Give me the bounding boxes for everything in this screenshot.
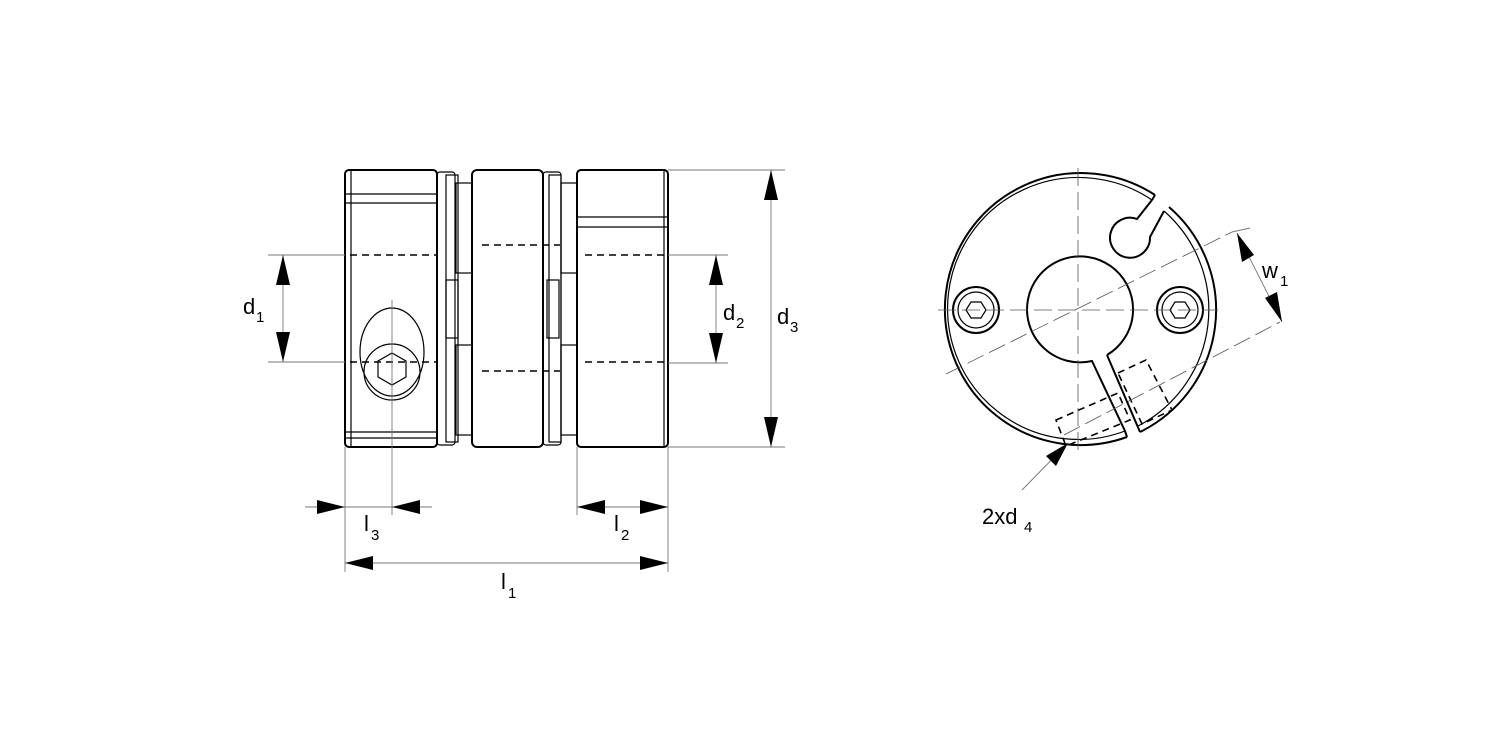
bore	[1026, 255, 1141, 433]
d1-label: d	[243, 294, 255, 319]
d3-label: d	[777, 304, 789, 329]
l3-label: l	[364, 511, 369, 536]
dimension-l2: l 2	[577, 500, 668, 544]
d1-sub: 1	[256, 309, 264, 326]
dimension-l1: l 1	[345, 556, 668, 602]
hidden-screw-bore	[1054, 358, 1174, 448]
right-hub	[576, 169, 669, 448]
flex-disc-left	[436, 171, 473, 446]
relief-slot	[1109, 199, 1165, 259]
l2-label: l	[614, 511, 619, 536]
outer-rim	[943, 172, 1156, 447]
flex-disc-right	[542, 171, 578, 446]
w1-sub: 1	[1280, 273, 1288, 290]
front-view	[938, 168, 1281, 452]
dimension-d1: d 1	[243, 255, 290, 362]
dimension-d2: d 2	[709, 255, 744, 363]
l1-sub: 1	[508, 585, 516, 602]
d2-label: d	[723, 300, 735, 325]
w1-label: w	[1261, 258, 1278, 283]
l2-sub: 2	[621, 527, 629, 544]
dimension-d3: d 3	[764, 170, 798, 447]
d2-sub: 2	[736, 315, 744, 332]
d3-sub: 3	[790, 319, 798, 336]
l1-label: l	[501, 569, 506, 594]
d4-label: 2xd	[982, 504, 1017, 529]
dimension-l3: l 3	[305, 500, 432, 544]
dimension-w1: w 1	[1231, 227, 1288, 323]
middle-hub	[471, 169, 544, 448]
dimension-d4: 2xd 4	[982, 442, 1069, 536]
l3-sub: 3	[371, 527, 379, 544]
d4-sub: 4	[1024, 519, 1032, 536]
side-view	[268, 169, 785, 572]
